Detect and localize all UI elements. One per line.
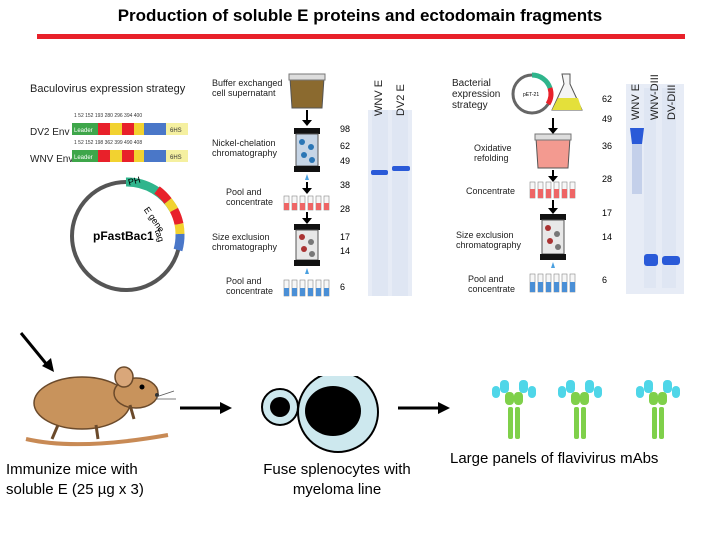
injection-arrow	[19, 332, 54, 372]
step-pool-concentrate-3: Pool and concentrate	[468, 274, 516, 294]
step-concentrate: Concentrate	[466, 186, 516, 196]
gel2-marker: 17	[602, 208, 613, 218]
gel2-lane-2: WNV-DIII	[649, 74, 661, 120]
title-underline	[37, 34, 685, 39]
page-title: Production of soluble E proteins and ect…	[117, 6, 603, 25]
svg-text:6HS: 6HS	[170, 128, 182, 134]
svg-text:6HS: 6HS	[170, 155, 182, 161]
step-pool-concentrate-2: Pool and concentrate	[226, 276, 274, 296]
caption-immunize: Immunize mice with soluble E (25 µg x 3)	[6, 461, 144, 498]
step-nickel-chelation: Nickel-chelation chromatography	[212, 138, 278, 158]
gel1-marker: 98	[340, 124, 351, 134]
wnv-construct: Leader 6HS	[72, 150, 188, 162]
gel2-marker: 49	[602, 114, 613, 124]
baculo-title: Baculovirus expression strategy	[30, 83, 186, 95]
step-size-exclusion-1: Size exclusion chromatography	[212, 232, 278, 252]
gel2-marker: 28	[602, 174, 613, 184]
step-oxidative-refolding: Oxidative refolding	[474, 143, 512, 163]
antibody-3	[636, 380, 680, 439]
gel1-lane-2: DV2 E	[395, 84, 407, 116]
cell-fusion-illustration	[261, 376, 379, 453]
pfastbac1-label: pFastBac1	[93, 229, 154, 243]
step-buffer-exchange: Buffer exchanged cell supernatant	[212, 78, 283, 98]
step-pool-concentrate-1: Pool and concentrate	[226, 187, 274, 207]
purification-flow-1	[283, 73, 330, 297]
dv2-construct: Leader 6HS	[72, 123, 188, 135]
gel2-marker: 62	[602, 94, 613, 104]
bact-plasmid-label: pET-21	[523, 92, 540, 98]
svg-text:Leader: Leader	[74, 128, 93, 134]
antibody-panel	[492, 380, 680, 439]
antibody-1	[492, 380, 536, 439]
gel1-marker: 6	[340, 282, 346, 292]
gel1-marker: 28	[340, 204, 351, 214]
gel2-marker: 6	[602, 275, 608, 285]
gel1-marker: 38	[340, 180, 351, 190]
dv2-numbers: 1 52 152 193 280 296 394 400	[74, 113, 143, 119]
caption-fuse: Fuse splenocytes with myeloma line	[263, 461, 411, 498]
gel1-marker: 17	[340, 232, 351, 242]
bact-plasmid-flask	[511, 72, 583, 115]
gel2-lane-3: DV-DIII	[666, 84, 678, 120]
wnv-env-label: WNV Env	[30, 154, 74, 165]
dv2-env-label: DV2 Env	[30, 127, 70, 138]
arrow-right-2	[398, 402, 450, 414]
wnv-numbers: 1 52 152 198 362 399 490 408	[74, 140, 143, 146]
pfastbac1-plasmid	[70, 177, 185, 292]
gel2-lane-1: WNV E	[630, 83, 642, 120]
gel1-lane-1: WNV E	[373, 79, 385, 116]
svg-text:Leader: Leader	[74, 155, 93, 161]
gel1-marker: 49	[340, 156, 351, 166]
caption-panels: Large panels of flavivirus mAbs	[450, 450, 659, 467]
bact-title: Bacterial expression strategy	[452, 78, 501, 111]
gel-1	[368, 110, 412, 296]
antibody-2	[558, 380, 602, 439]
purification-flow-2	[529, 118, 576, 293]
arrow-right-1	[180, 402, 232, 414]
mouse-illustration	[25, 366, 176, 447]
gel2-marker: 14	[602, 232, 613, 242]
gel2-marker: 36	[602, 141, 613, 151]
gel1-marker: 62	[340, 141, 351, 151]
gel1-marker: 14	[340, 246, 351, 256]
gel-2	[626, 84, 684, 294]
step-size-exclusion-2: Size exclusion chromatography	[456, 230, 522, 250]
